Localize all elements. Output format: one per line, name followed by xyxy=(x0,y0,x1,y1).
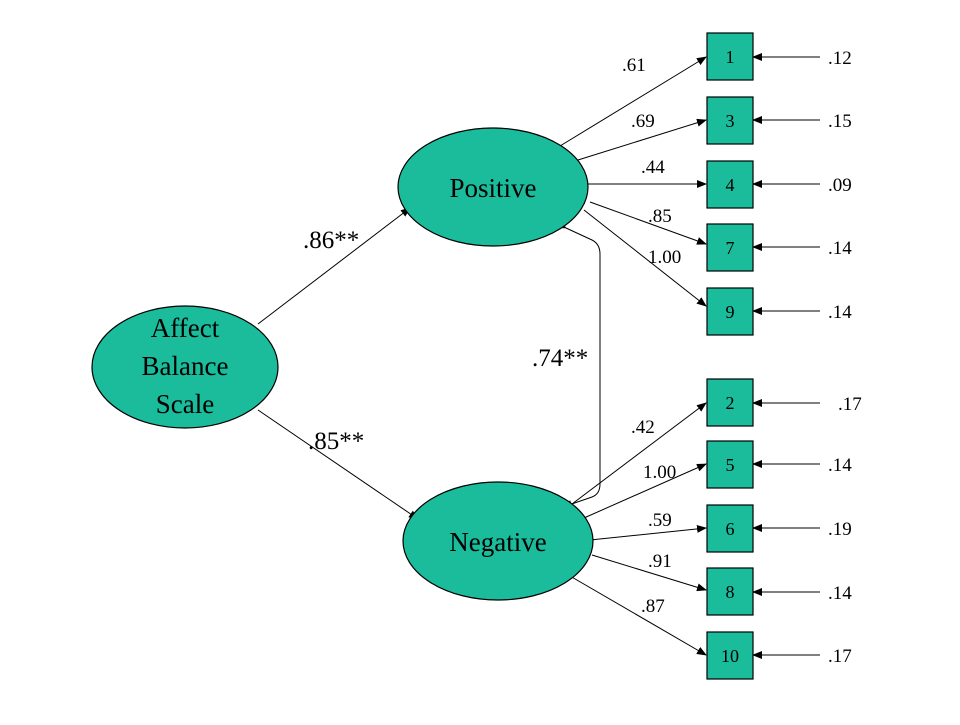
loading-item-5: 1.00 xyxy=(643,462,676,483)
item-box-4: 4 xyxy=(706,160,754,209)
loading-item-4: .44 xyxy=(641,157,665,178)
affect-label-line-2: Balance xyxy=(142,351,229,381)
positive-item-boxes: 1 3 4 7 9 xyxy=(706,32,754,336)
error-item-4: .09 xyxy=(828,175,852,196)
item-box-1: 1 xyxy=(706,32,754,81)
item-box-6: 6 xyxy=(706,504,754,553)
correlation-positive-negative xyxy=(556,220,601,508)
positive-label: Positive xyxy=(449,173,536,203)
item-box-3: 3 xyxy=(706,96,754,145)
coef-affect-negative: .85** xyxy=(308,428,364,455)
path-affect-to-positive xyxy=(257,207,411,325)
loading-item-1: .61 xyxy=(622,55,646,76)
node-affect-balance-scale: Affect Balance Scale xyxy=(91,305,279,429)
error-item-9: .14 xyxy=(828,302,852,323)
coef-positive-negative: .74** xyxy=(532,345,588,372)
loading-item-2: .42 xyxy=(631,417,655,438)
loading-arrow-item-6 xyxy=(589,524,707,541)
loading-item-10: .87 xyxy=(641,596,665,617)
item-label-8: 8 xyxy=(726,582,735,602)
item-label-1: 1 xyxy=(726,47,735,67)
loading-item-7: .85 xyxy=(648,206,672,227)
coef-affect-positive: .86** xyxy=(303,227,359,254)
loading-arrow-item-3 xyxy=(577,118,707,161)
loading-arrow-item-1 xyxy=(559,56,707,147)
node-negative: Negative xyxy=(402,481,594,601)
item-label-9: 9 xyxy=(726,302,735,322)
error-arrows xyxy=(752,53,820,659)
item-box-8: 8 xyxy=(706,567,754,616)
error-item-10: .17 xyxy=(828,646,852,667)
loading-item-8: .91 xyxy=(648,551,672,572)
affect-label-line-3: Scale xyxy=(156,389,214,419)
item-box-5: 5 xyxy=(706,440,754,489)
error-item-7: .14 xyxy=(828,238,852,259)
loading-item-9: 1.00 xyxy=(648,247,681,268)
error-item-2: .17 xyxy=(838,394,862,415)
loading-arrow-item-10 xyxy=(569,575,707,656)
item-label-10: 10 xyxy=(721,646,739,666)
error-item-6: .19 xyxy=(828,519,852,540)
loading-item-3: .69 xyxy=(631,111,655,132)
negative-loading-arrows xyxy=(569,402,707,656)
error-item-3: .15 xyxy=(828,111,852,132)
loading-item-6: .59 xyxy=(648,510,672,531)
affect-label-line-1: Affect xyxy=(151,313,220,343)
item-label-7: 7 xyxy=(726,238,735,258)
loading-arrow-item-7 xyxy=(589,201,707,245)
error-item-8: .14 xyxy=(828,583,852,604)
error-item-1: .12 xyxy=(828,48,852,69)
error-item-5: .14 xyxy=(828,455,852,476)
path-affect-to-negative xyxy=(257,409,419,520)
loading-arrow-item-2 xyxy=(571,402,707,505)
item-box-7: 7 xyxy=(706,223,754,272)
positive-loading-arrows xyxy=(559,56,707,307)
negative-item-boxes: 2 5 6 8 10 xyxy=(706,378,754,680)
loading-arrow-item-5 xyxy=(583,463,707,519)
item-label-2: 2 xyxy=(726,393,735,413)
item-label-6: 6 xyxy=(726,519,735,539)
item-box-9: 9 xyxy=(706,287,754,336)
item-label-3: 3 xyxy=(726,111,735,131)
item-label-5: 5 xyxy=(726,455,735,475)
loading-arrow-item-8 xyxy=(591,554,707,592)
negative-label: Negative xyxy=(449,527,546,557)
item-label-4: 4 xyxy=(726,175,735,195)
loading-arrow-item-9 xyxy=(583,209,707,307)
item-box-10: 10 xyxy=(706,631,754,680)
item-box-2: 2 xyxy=(706,378,754,427)
node-positive: Positive xyxy=(397,127,589,247)
